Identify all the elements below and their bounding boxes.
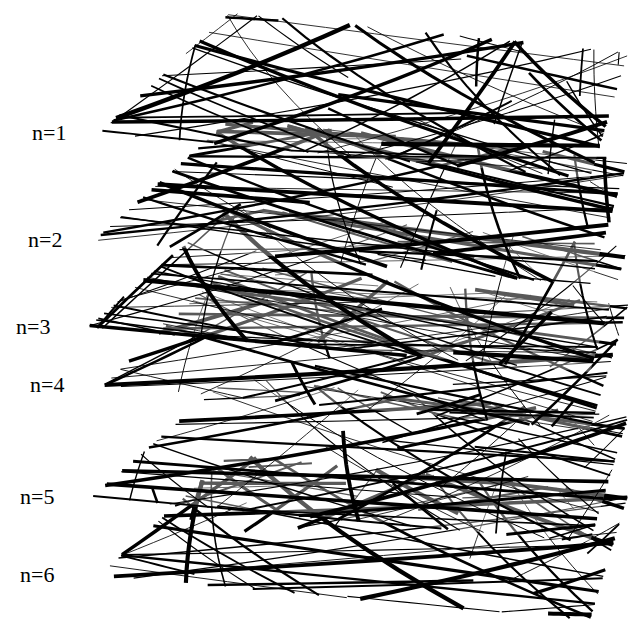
fiber xyxy=(152,487,157,503)
layer-label: n=6 xyxy=(18,563,56,587)
fiber xyxy=(110,566,347,598)
fiber xyxy=(214,39,492,143)
layer-label: n=5 xyxy=(18,485,56,509)
fiber xyxy=(192,48,591,174)
fiber xyxy=(216,390,359,508)
layer-label: n=3 xyxy=(14,315,52,339)
fiber xyxy=(121,556,194,574)
fiber xyxy=(121,217,426,260)
fiber xyxy=(388,101,512,160)
fiber xyxy=(549,525,595,539)
layer-label-wrap: n=5 xyxy=(18,485,56,509)
fiber xyxy=(349,156,597,158)
layer-label: n=1 xyxy=(30,121,68,145)
fiber xyxy=(160,266,422,357)
fiber xyxy=(502,605,595,612)
fiber xyxy=(114,305,334,349)
layer-label: n=4 xyxy=(28,373,66,397)
fiber xyxy=(188,158,534,280)
layer-label-wrap: n=4 xyxy=(28,373,66,397)
fiber xyxy=(548,120,555,175)
layer-sheet xyxy=(100,13,628,178)
fiber xyxy=(258,16,348,78)
fiber xyxy=(110,207,613,226)
fiber-layer xyxy=(100,13,628,178)
fiber xyxy=(453,376,607,385)
fiber xyxy=(130,451,145,500)
fiber xyxy=(102,131,213,142)
fiber xyxy=(111,16,257,123)
fiber xyxy=(228,15,352,156)
fiber xyxy=(510,135,604,171)
fiber xyxy=(453,352,593,361)
fiber xyxy=(378,254,496,276)
fiber xyxy=(518,439,598,514)
fiber xyxy=(303,41,510,152)
fiber xyxy=(514,42,605,127)
fiber xyxy=(111,302,357,307)
fiber xyxy=(416,159,480,162)
fiber xyxy=(90,326,407,356)
layer-label-wrap: n=1 xyxy=(30,121,68,145)
fiber xyxy=(122,471,608,482)
fiber xyxy=(228,509,595,526)
fiber xyxy=(366,309,595,357)
layer-label-wrap: n=2 xyxy=(26,228,64,252)
fiber xyxy=(161,265,372,275)
fiber xyxy=(233,340,376,341)
fiber xyxy=(338,95,604,131)
fiber xyxy=(590,182,617,198)
layer-label-wrap: n=3 xyxy=(14,315,52,339)
fiber xyxy=(319,373,607,405)
fiber xyxy=(143,197,366,264)
layer-label: n=2 xyxy=(26,228,64,252)
fiber xyxy=(119,115,290,150)
fiber xyxy=(299,490,606,515)
fiber xyxy=(98,175,623,240)
fiber xyxy=(143,280,604,323)
fiber xyxy=(426,33,561,176)
fiber xyxy=(159,79,350,156)
fiber xyxy=(153,444,411,526)
fiber xyxy=(552,402,573,427)
fiber xyxy=(352,476,528,520)
fiber xyxy=(141,199,601,249)
fiber xyxy=(449,412,593,417)
fiber xyxy=(618,52,620,65)
fiber xyxy=(170,417,627,504)
fiber xyxy=(433,233,606,254)
layer-label-wrap: n=6 xyxy=(18,563,56,587)
fiber xyxy=(347,596,499,611)
